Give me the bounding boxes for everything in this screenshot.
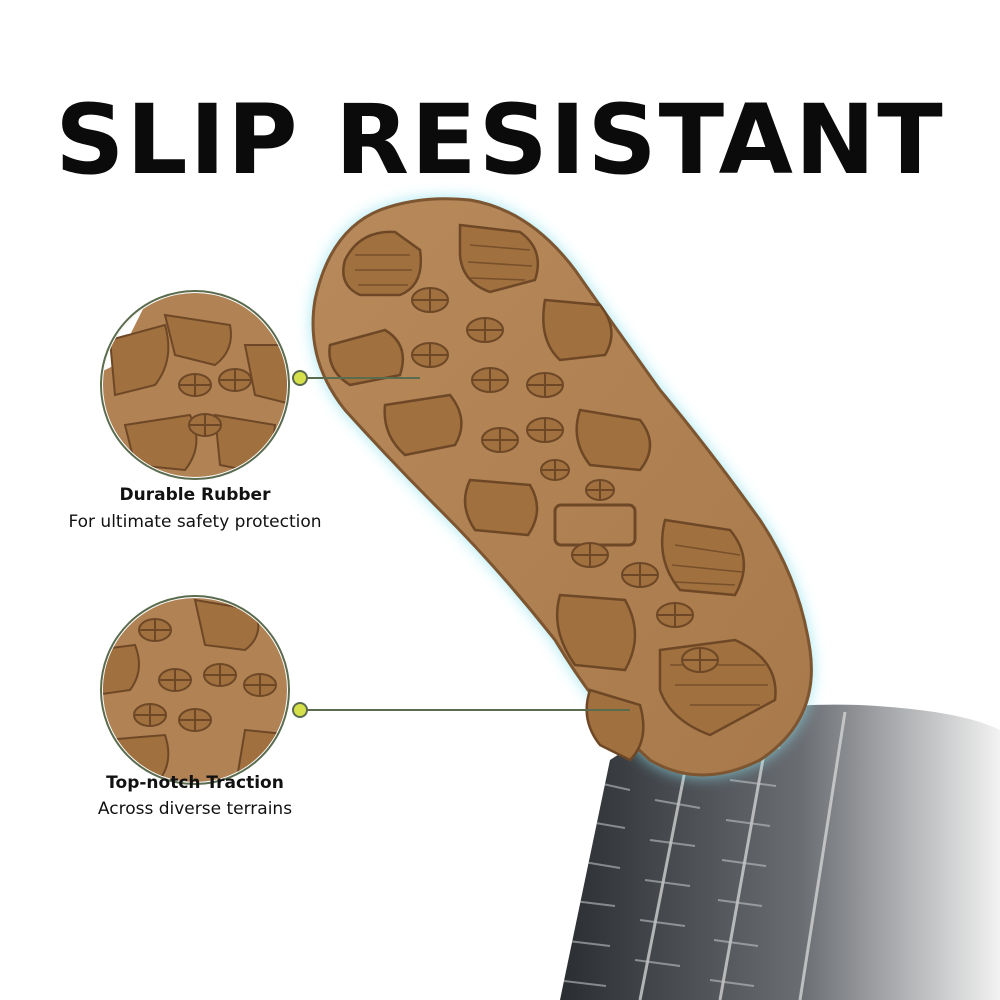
tread-detail-image (100, 595, 290, 785)
callout-title-top-notch-traction: Top-notch Traction (106, 773, 284, 793)
callout-dot-1 (292, 370, 308, 386)
callout-title-durable-rubber: Durable Rubber (119, 485, 271, 505)
headline: SLIP RESISTANT (55, 84, 945, 196)
callout-dot-2 (292, 702, 308, 718)
callout-subtitle-top-notch-traction: Across diverse terrains (97, 799, 293, 819)
sole-detail-image (100, 290, 290, 480)
callout-subtitle-durable-rubber: For ultimate safety protection (68, 512, 322, 532)
